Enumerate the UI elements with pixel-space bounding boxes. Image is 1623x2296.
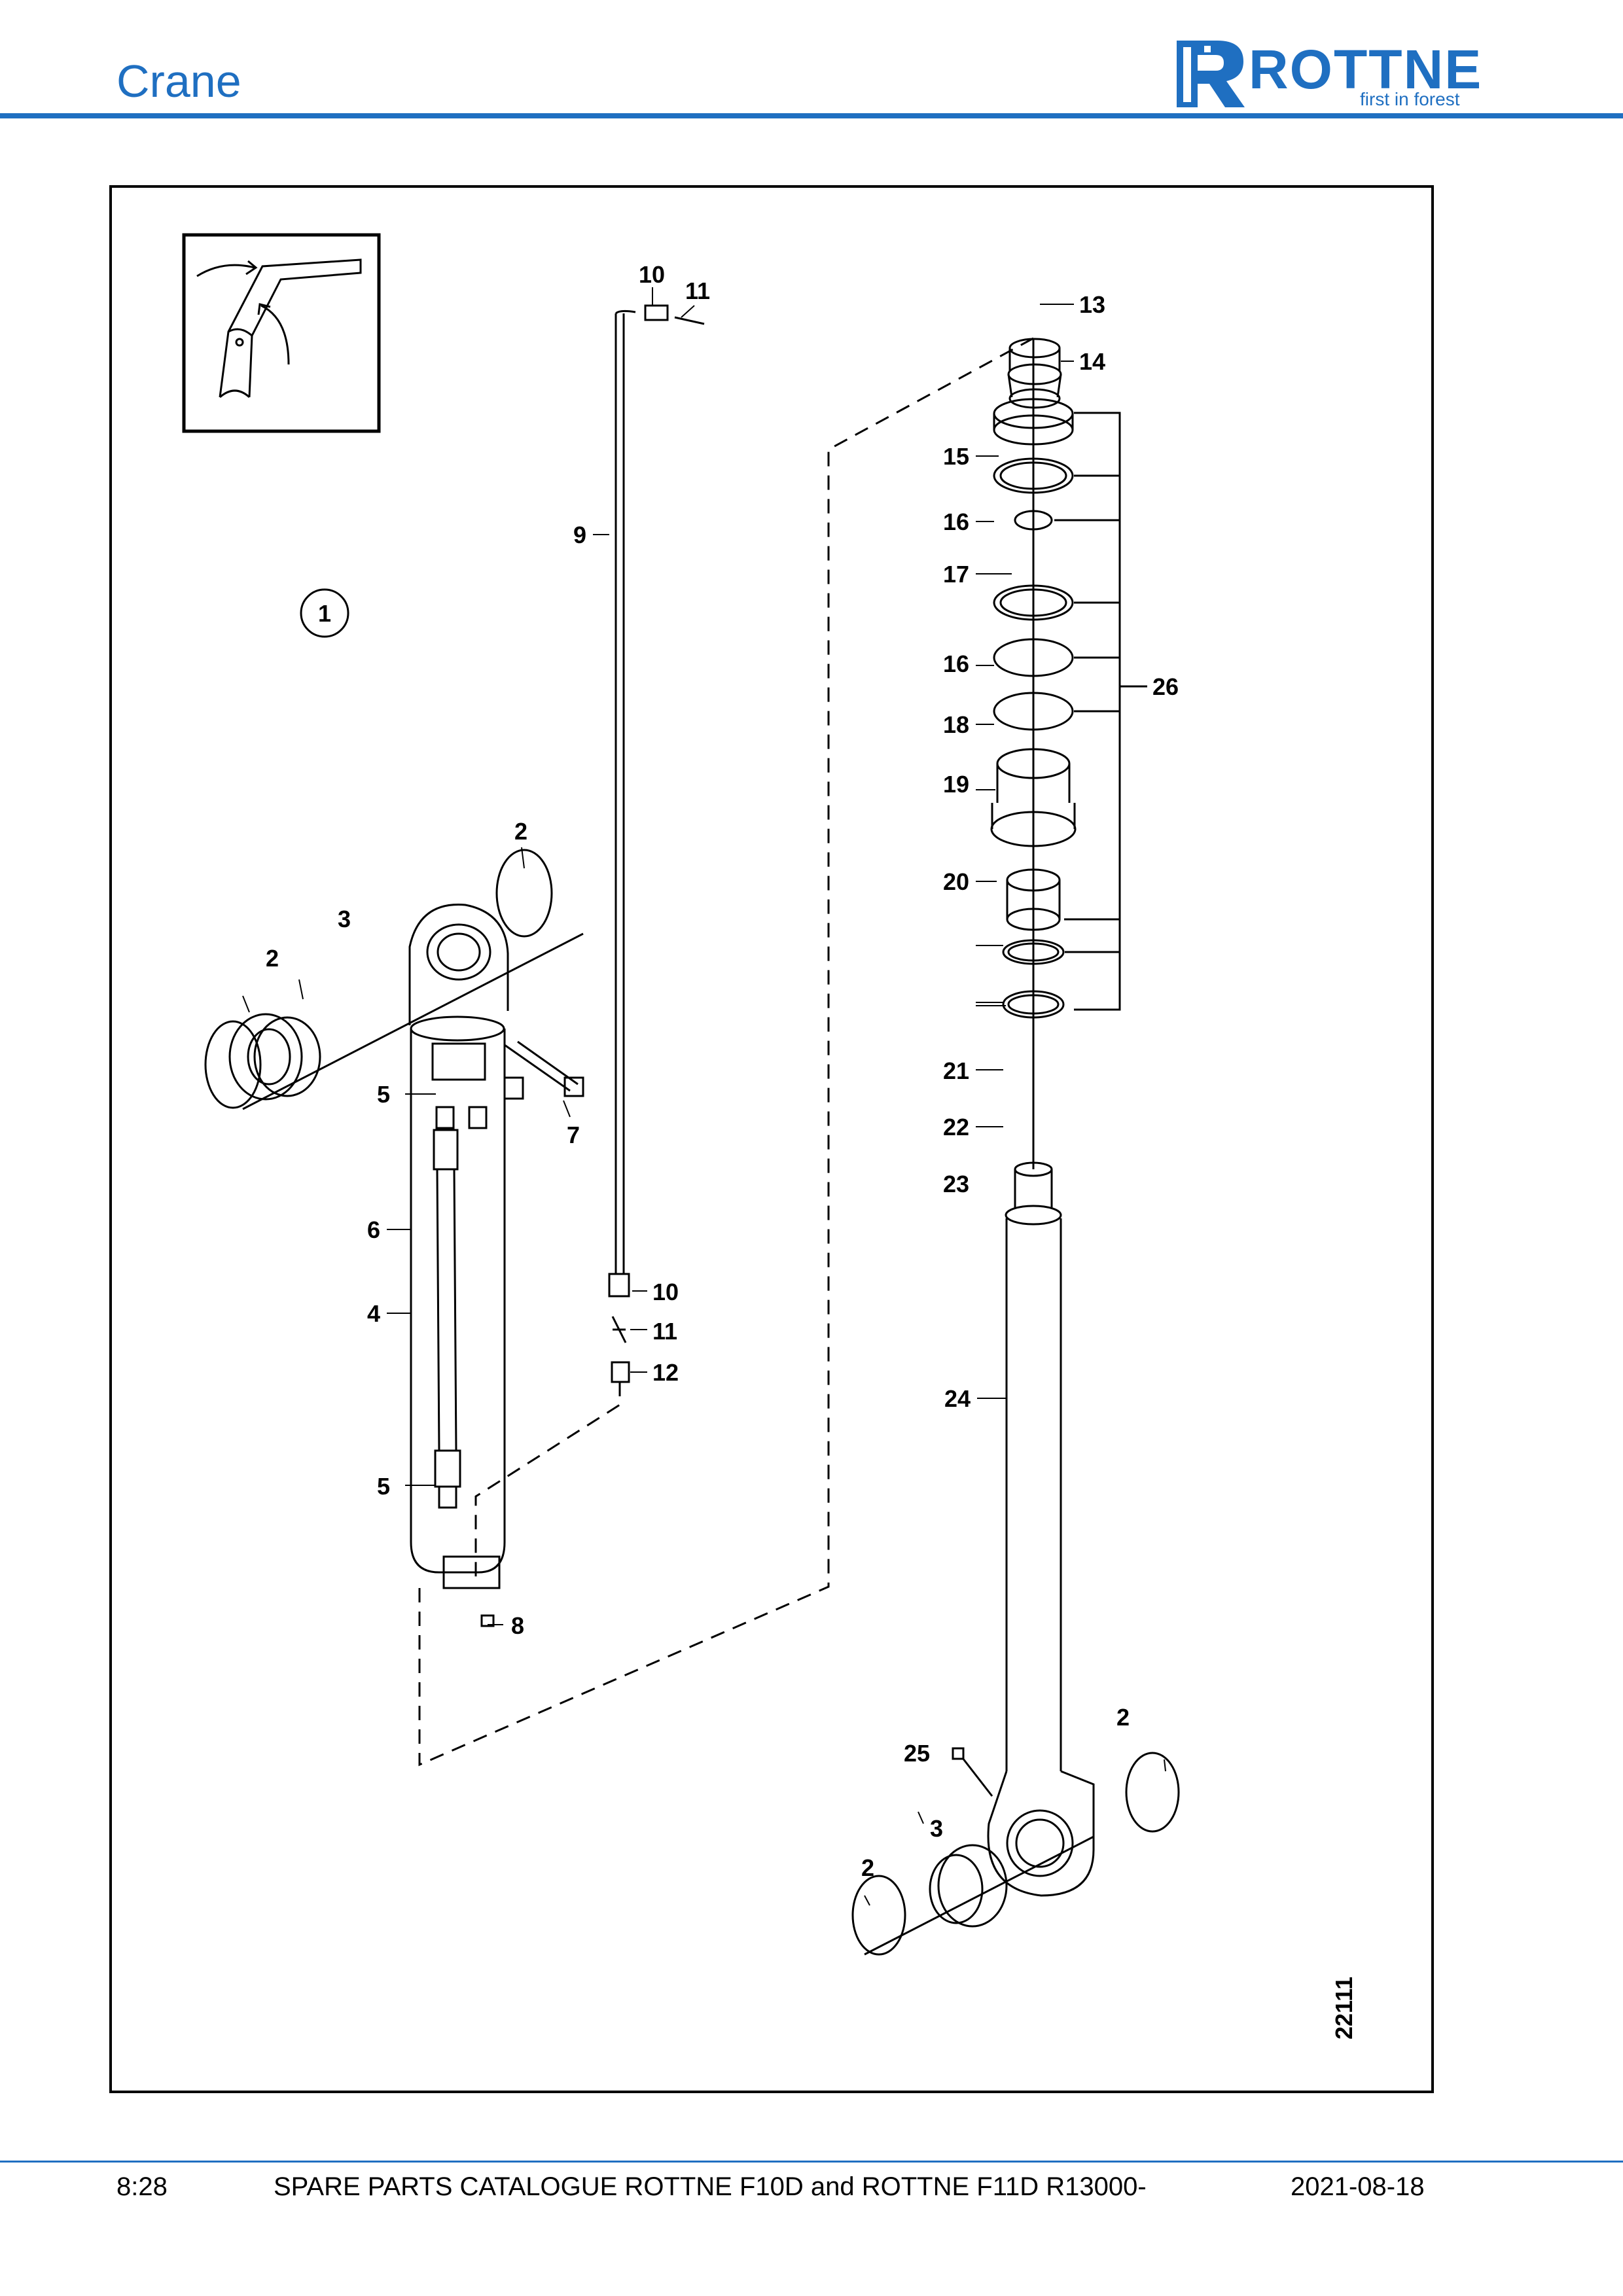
label-item-11: 11 [652, 1318, 677, 1345]
label-item-2: 2 [266, 945, 279, 972]
cylinder-barrel [408, 904, 584, 1627]
crane-boom-icon [182, 233, 381, 433]
label-item-20: 20 [943, 868, 969, 895]
label-item-7: 7 [567, 1122, 580, 1148]
label-item-5: 5 [377, 1473, 390, 1500]
label-item-2: 2 [861, 1854, 874, 1881]
label-item-26: 26 [1152, 673, 1179, 700]
catalogue-date: 2021-08-18 [1291, 2172, 1425, 2201]
label-item-13: 13 [1079, 291, 1105, 318]
section-title: Crane [116, 56, 241, 107]
label-item-10: 10 [652, 1279, 679, 1305]
logo-tagline: first in forest [1360, 89, 1460, 109]
label-item-3: 3 [338, 906, 351, 932]
logo-wordmark: ROTTNE [1249, 39, 1483, 100]
assembly-lines [418, 337, 1034, 1767]
header-rule [0, 113, 1623, 118]
exploded-view-figure: 1 2 2 2 2 3 3 4 5 5 6 7 8 9 10 10 11 11 … [109, 185, 1434, 2093]
item-1-circle [300, 588, 349, 638]
left-pin-assembly [204, 849, 584, 1110]
label-item-22: 22 [943, 1114, 969, 1140]
label-item-15: 15 [943, 443, 969, 470]
label-item-8: 8 [511, 1612, 524, 1639]
label-item-5: 5 [377, 1081, 390, 1108]
label-item-3: 3 [930, 1815, 943, 1842]
right-pin-assembly [851, 1752, 1180, 1956]
label-item-12: 12 [652, 1359, 679, 1386]
kit-bracket [1054, 412, 1147, 1011]
label-item-17: 17 [943, 561, 969, 588]
catalogue-title: SPARE PARTS CATALOGUE ROTTNE F10D and RO… [274, 2172, 1147, 2201]
piston-rod-stack [952, 338, 1095, 1897]
part-labels: 1 2 2 2 2 3 3 4 5 5 6 7 8 9 10 10 11 11 … [266, 261, 1357, 2040]
label-item-2: 2 [1116, 1704, 1130, 1731]
label-item-25: 25 [904, 1740, 930, 1767]
drawing-number: 22111 [1330, 1977, 1357, 2040]
label-item-14: 14 [1079, 348, 1105, 375]
footer-rule [0, 2161, 1623, 2163]
label-item-18: 18 [943, 711, 969, 738]
label-item-19: 19 [943, 771, 969, 798]
label-item-9: 9 [573, 521, 586, 548]
label-item-4: 4 [367, 1300, 380, 1327]
label-item-1: 1 [318, 600, 331, 627]
leader-lines [242, 287, 1166, 1906]
label-item-10: 10 [639, 261, 665, 288]
pressure-tube [608, 304, 705, 1383]
exploded-view-drawing: 1 2 2 2 2 3 3 4 5 5 6 7 8 9 10 10 11 11 … [182, 233, 1357, 2040]
page-number: 8:28 [116, 2172, 168, 2201]
label-item-2: 2 [514, 818, 527, 845]
rottne-logo: ROTTNE first in forest [1171, 34, 1518, 111]
label-item-11: 11 [685, 277, 710, 304]
label-item-16: 16 [943, 650, 969, 677]
label-item-23: 23 [943, 1171, 969, 1197]
rottne-logo-mark-icon [1177, 41, 1245, 107]
label-item-24: 24 [944, 1385, 971, 1412]
label-item-16: 16 [943, 508, 969, 535]
label-item-21: 21 [943, 1057, 969, 1084]
label-item-6: 6 [367, 1216, 380, 1243]
